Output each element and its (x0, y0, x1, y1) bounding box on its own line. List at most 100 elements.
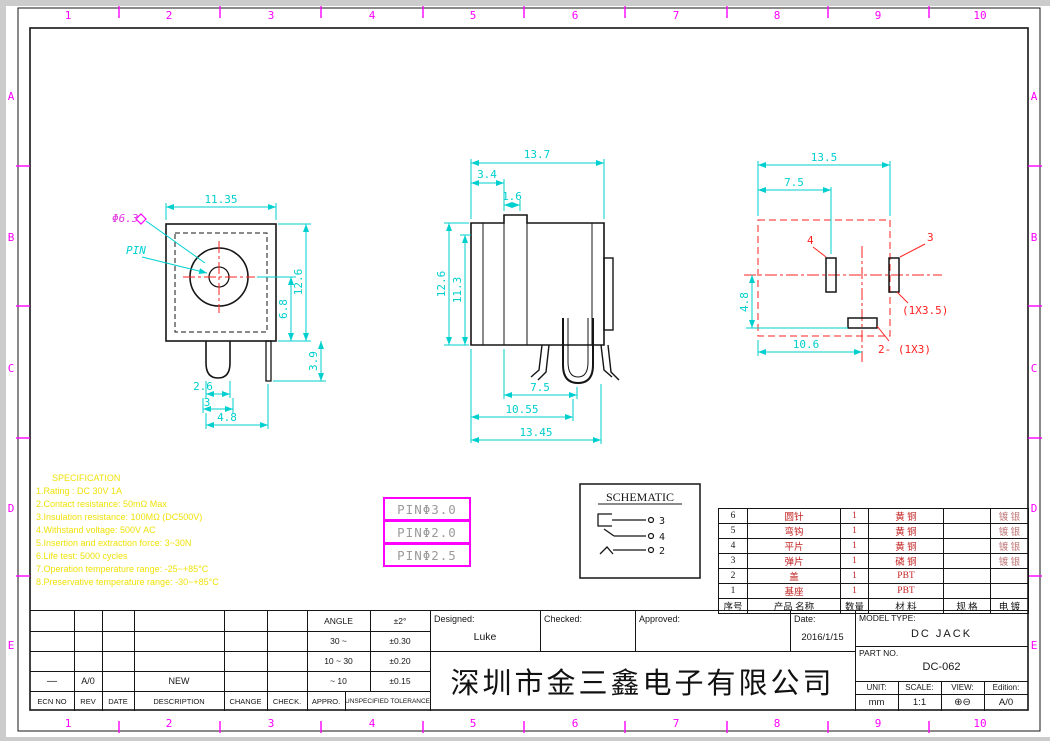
divider (941, 681, 942, 711)
projection-view-icon: ⊕⊖ (954, 697, 971, 708)
schematic-pin-2: 2 (659, 546, 665, 557)
divider (30, 631, 430, 632)
dim-side-total-width: 13.7 (524, 148, 551, 161)
description-value: NEW (168, 676, 190, 686)
footprint-view: 13.5 7.5 4.8 10.6 4 3 (1X3.5) 2- (1X3) (738, 151, 948, 362)
spec-line: 2.Contact resistance: 50mΩ Max (36, 499, 167, 509)
divider (635, 611, 636, 651)
dim-footprint-width: 13.5 (811, 151, 838, 164)
dim-side-step1: 3.4 (477, 168, 497, 181)
dim-front-height: 12.6 (292, 269, 305, 296)
divider (30, 691, 430, 692)
divider (30, 651, 430, 652)
switch-contact-symbol (603, 528, 615, 537)
cell-plating (990, 568, 1029, 584)
dim-side-bottom3: 13.45 (519, 426, 552, 439)
date-label: Date: (794, 614, 816, 624)
pad-3 (888, 257, 900, 293)
spec-title: SPECIFICATION (52, 473, 121, 483)
rev-value: A/0 (81, 676, 95, 686)
divider (430, 651, 855, 652)
divider (430, 611, 431, 711)
cell-material: PBT (868, 568, 944, 584)
grid-col-label: 9 (875, 9, 882, 22)
spec-line: 5.Insertion and extraction force: 3~30N (36, 538, 192, 548)
grid-ticks (16, 6, 1042, 733)
cell-material: 黄 铜 (868, 538, 944, 554)
spec-line: 1.Rating : DC 30V 1A (36, 486, 123, 496)
pin-option-box-2: PINΦ2.0 (383, 520, 471, 544)
cell-no: 5 (718, 523, 748, 539)
header-change: CHANGE (229, 696, 262, 706)
cell-qty: 1 (840, 523, 869, 539)
unit-label: UNIT: (866, 683, 887, 692)
designed-label: Designed: (434, 614, 475, 624)
cell-qty: 1 (840, 508, 869, 524)
cell-no: 6 (718, 508, 748, 524)
ecn-dash: — (47, 675, 57, 687)
pad4-label: 4 (807, 234, 814, 247)
tolerance-range: 30 ~ (330, 636, 347, 646)
cell-material: 黄 铜 (868, 508, 944, 524)
grid-col-label: 5 (470, 717, 477, 730)
header-description: DESCRIPTION (153, 696, 205, 706)
header-date: DATE (108, 696, 128, 706)
tolerance-value: ±0.30 (389, 636, 411, 646)
cell-plating: 镀 银 (990, 538, 1029, 554)
grid-col-label: 6 (572, 717, 579, 730)
spec-line: 4.Withstand voltage: 500V AC (36, 525, 156, 535)
dim-front-pin-base: 3 (204, 396, 211, 409)
cell-no: 4 (718, 538, 748, 554)
cell-name: 弯钩 (747, 523, 841, 539)
divider (898, 681, 899, 711)
terminal-3 (647, 516, 655, 524)
divider (855, 646, 1028, 647)
dim-front-pin-length: 3.9 (307, 351, 320, 371)
dim-side-bottom1: 7.5 (530, 381, 550, 394)
grid-row-label: E (1031, 639, 1038, 652)
pad-4 (825, 257, 837, 293)
cell-spec (943, 553, 991, 569)
grid-row-label: D (8, 502, 15, 515)
title-block: — A/0 NEW ECN NO REV DATE DESCRIPTION CH… (30, 610, 1028, 711)
spec-line: 7.Operation temperature range: -25~+85°C (36, 564, 209, 574)
divider (30, 671, 430, 672)
cell-plating (990, 583, 1029, 599)
cell-no: 3 (718, 553, 748, 569)
dim-side-bottom2: 10.55 (505, 403, 538, 416)
cell-name: 圆针 (747, 508, 841, 524)
grid-col-label: 7 (673, 717, 680, 730)
grid-col-label: 3 (268, 9, 275, 22)
cell-name: 盖 (747, 568, 841, 584)
cell-no: 1 (718, 583, 748, 599)
cell-name: 基座 (747, 583, 841, 599)
cell-spec (943, 538, 991, 554)
divider (345, 691, 346, 711)
cell-spec (943, 583, 991, 599)
cell-material: PBT (868, 583, 944, 599)
grid-col-label: 2 (166, 9, 173, 22)
date-value: 2016/1/15 (801, 631, 844, 643)
unit-value: mm (868, 697, 885, 708)
terminal-2 (647, 546, 655, 554)
divider (224, 611, 225, 711)
schematic-title: SCHEMATIC (606, 490, 674, 504)
tolerance-value: ±0.15 (389, 676, 411, 686)
grid-col-label: 4 (369, 717, 376, 730)
grid-row-label: A (8, 90, 15, 103)
pin-option-box-1: PINΦ3.0 (383, 497, 471, 521)
header-unspecified-tolerance: UNSPECIFIED TOLERANCE (345, 697, 431, 705)
dim-footprint-pad4-x: 7.5 (784, 176, 804, 189)
scale-value: 1:1 (912, 697, 927, 708)
cell-spec (943, 508, 991, 524)
cell-plating: 镀 银 (990, 523, 1029, 539)
divider (134, 611, 135, 711)
dim-front-width: 11.35 (204, 193, 237, 206)
sleeve-contact-symbol (599, 546, 614, 555)
cell-qty: 1 (840, 583, 869, 599)
